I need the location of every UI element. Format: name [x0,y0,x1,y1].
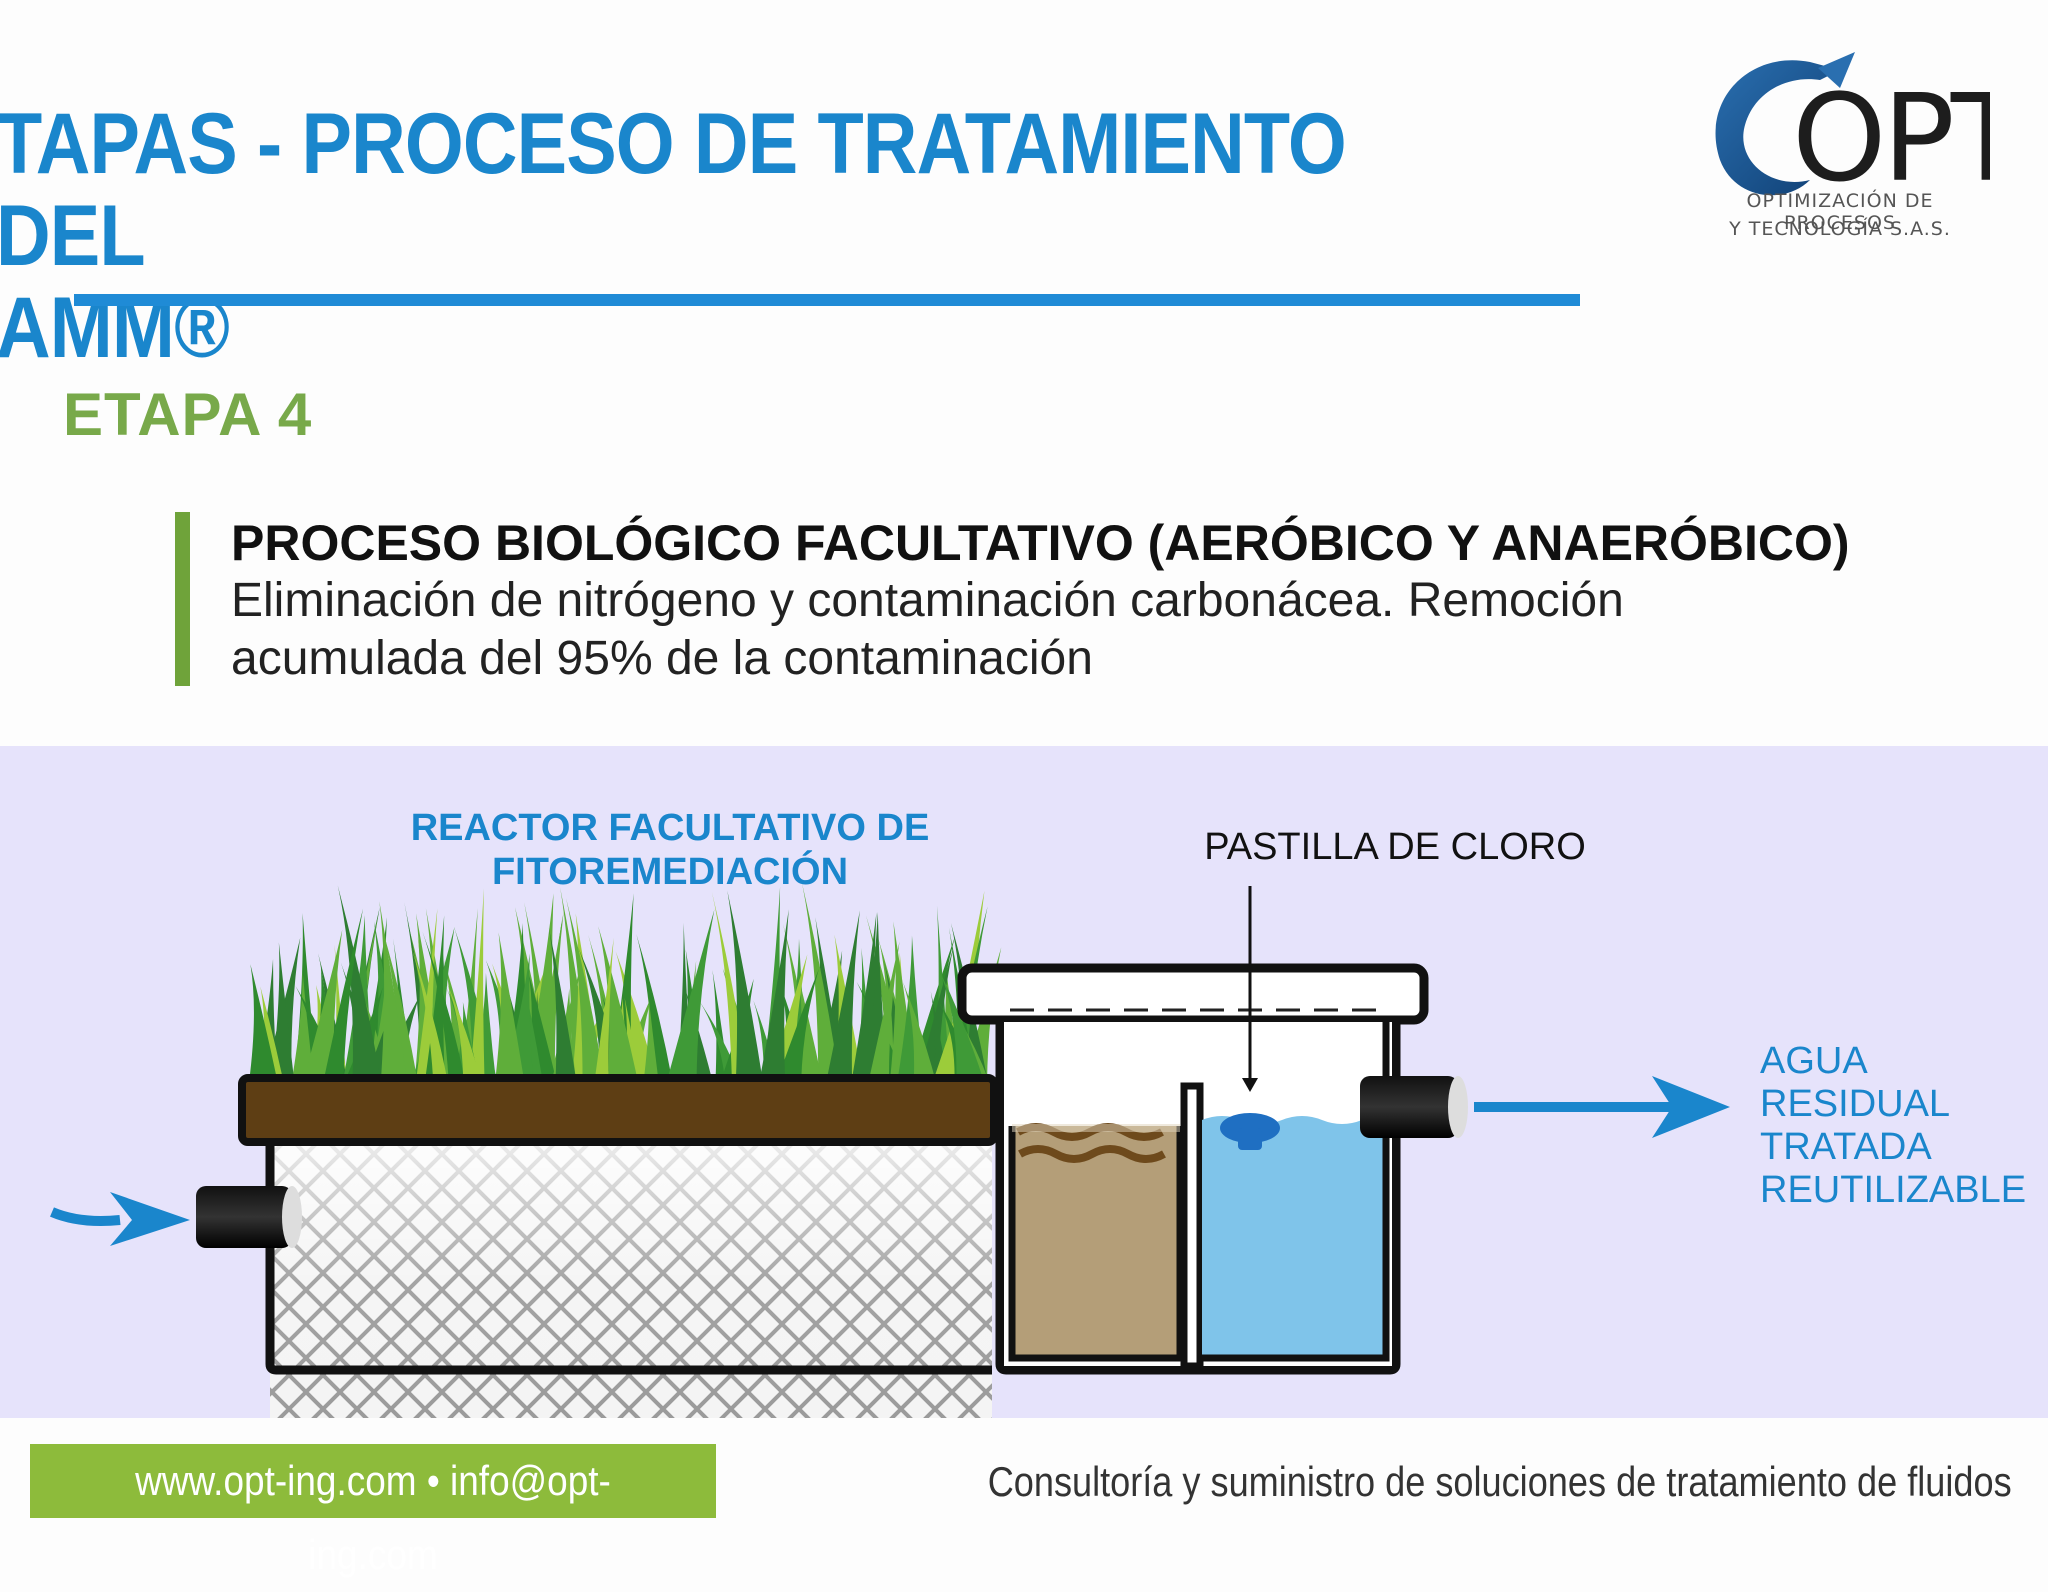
treated-water-label-line: AGUA [1760,1040,1868,1082]
grass-blade [454,928,498,1082]
sludge-wave-bottom [1018,1145,1166,1163]
grass-blade [424,915,445,1082]
grass-blade [410,944,448,1082]
logo-tagline-line2: Y TECNOLOGÍA S.A.S. [1729,218,1951,240]
clear-water [1202,1116,1402,1358]
grass-blade [548,927,577,1082]
logo-tagline-line1: OPTIMIZACIÓN DE PROCESOS [1746,190,1934,234]
grass-blade [902,981,936,1082]
grass-blade [379,901,407,1082]
grass-blade [643,995,659,1082]
grass-blade [776,968,819,1082]
treatment-diagram [50,883,1730,1418]
footer-contact-text: www.opt-ing.com • info@opt-ing.com [135,1457,611,1578]
treated-water-label-line: REUTILIZABLE [1760,1169,2027,1211]
grass [249,883,1002,1082]
grass-blade [759,909,789,1082]
reactor-label: REACTOR FACULTATIVO DE FITOREMEDIACIÓN [410,807,930,893]
grass-blade [796,976,823,1082]
grass-blade [727,890,763,1082]
grass-blade [868,941,900,1082]
treated-water-label-line: RESIDUAL [1760,1083,1951,1125]
inlet-arrow [50,1207,121,1226]
grass-blade [271,942,295,1082]
tank-outline [995,1020,1401,1375]
sludge-chamber [1012,1126,1180,1358]
title-divider [74,294,1580,306]
grass-blade [382,927,418,1082]
grass-blade [323,908,364,1082]
outlet-pipe [1360,1076,1458,1138]
description-body: Eliminación de nitrógeno y contaminación… [231,574,1624,685]
reactor-outline [265,1146,992,1375]
grass-blade [939,970,985,1082]
grass-blade [636,933,673,1082]
grass-blade [666,909,715,1082]
logo-swirl-icon [1715,60,1840,196]
description-heading: PROCESO BIOLÓGICO FACULTATIVO (AERÓBICO … [231,515,1850,571]
grass-blade [415,908,438,1082]
grass-blade [337,885,382,1082]
grass-blade [525,893,555,1082]
grass-blade [422,931,466,1082]
grass-blade [851,912,877,1082]
grass-blade [469,888,485,1082]
opt-logo: OPT [1715,52,1990,209]
grass-blade [495,932,525,1082]
treated-water-label-line: TRATADA [1760,1126,1932,1168]
grass-blade [249,964,278,1082]
page-title: TAPAS - PROCESO DE TRATAMIENTO DEL AMM® [0,96,1347,376]
logo-wordmark: OPT [1792,70,1990,209]
grass-blade [826,910,860,1082]
grass-blade [503,953,534,1082]
soil-layer [238,1074,998,1146]
grass-blade [446,983,482,1082]
footer-contact: www.opt-ing.com • info@opt-ing.com [30,1444,716,1578]
chlorine-label: PASTILLA DE CLORO [1204,826,1586,868]
grass-blade [566,898,605,1082]
treated-water-label: AGUA RESIDUAL TRATADA REUTILIZABLE [1760,1040,2026,1212]
grass-blade [262,937,301,1082]
footer-tagline: Consultoría y suministro de soluciones d… [988,1458,2012,1505]
grass-blade [598,926,639,1082]
inlet-pipe [196,1186,292,1248]
tank-divider [1180,1082,1204,1370]
grass-blade [594,937,614,1082]
grass-blade [801,883,840,1082]
stage-label: ETAPA 4 [63,381,313,448]
description-accent-bar [175,512,190,686]
grass-blade [291,971,315,1082]
tank-lid [957,963,1429,1025]
